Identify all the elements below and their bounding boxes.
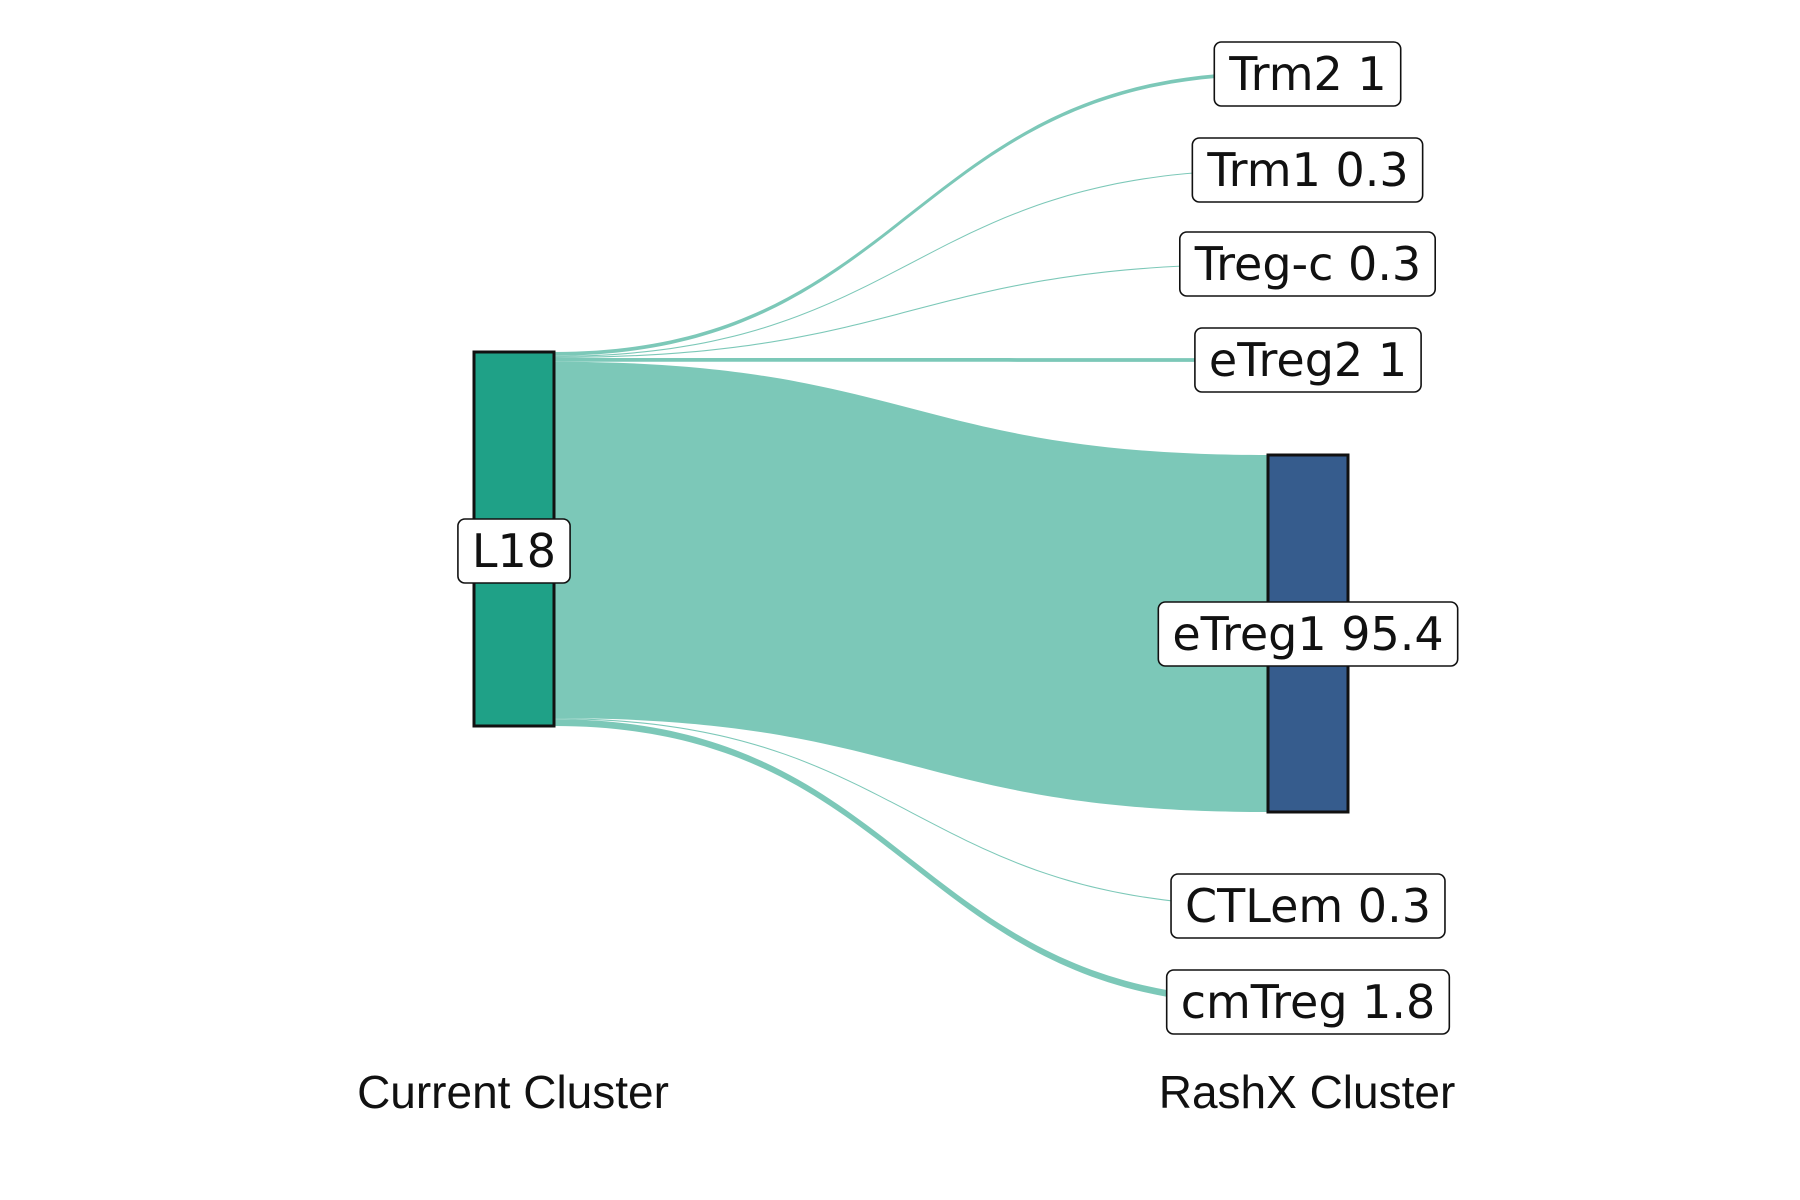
flow-etreg2 (554, 357, 1268, 362)
target-label-ctlem-text: CTLem 0.3 (1185, 879, 1431, 933)
target-label-cmtreg: cmTreg 1.8 (1165, 969, 1451, 1035)
target-label-trm1-text: Trm1 0.3 (1206, 143, 1408, 197)
target-label-ctlem: CTLem 0.3 (1170, 873, 1446, 939)
flow-cmtreg (554, 719, 1268, 1006)
target-label-etreg2: eTreg2 1 (1194, 327, 1422, 393)
target-label-ctlem-box (1170, 873, 1446, 939)
target-label-etreg2-box (1194, 327, 1422, 393)
target-label-cmtreg-box (1165, 969, 1451, 1035)
target-label-trm2-box (1213, 41, 1402, 107)
target-label-etreg1: eTreg1 95.4 (1157, 601, 1459, 667)
target-label-trm1-box (1191, 137, 1424, 203)
target-label-etreg1-box (1157, 601, 1459, 667)
target-axis-label: RashX Cluster (1159, 1066, 1456, 1118)
target-label-treg-c-box (1178, 231, 1437, 297)
source-label-l18-text: L18 (472, 524, 556, 578)
target-label-treg-c: Treg-c 0.3 (1178, 231, 1437, 297)
flow-treg-c (554, 263, 1268, 358)
source-label-l18-box (457, 518, 571, 584)
flow-trm2 (554, 72, 1268, 356)
target-label-trm1: Trm1 0.3 (1191, 137, 1424, 203)
target-label-treg-c-text: Treg-c 0.3 (1194, 237, 1421, 291)
flows-layer (554, 72, 1268, 1006)
source-label-l18: L18 (457, 518, 571, 584)
target-label-trm2: Trm2 1 (1213, 41, 1402, 107)
flow-trm1 (554, 169, 1268, 357)
target-label-trm2-text: Trm2 1 (1228, 47, 1386, 101)
flow-etreg1 (554, 361, 1268, 812)
flow-ctlem (554, 718, 1268, 907)
target-label-etreg1-text: eTreg1 95.4 (1172, 607, 1443, 661)
target-label-etreg2-text: eTreg2 1 (1209, 333, 1407, 387)
source-axis-label: Current Cluster (357, 1066, 669, 1118)
target-label-cmtreg-text: cmTreg 1.8 (1181, 975, 1436, 1029)
